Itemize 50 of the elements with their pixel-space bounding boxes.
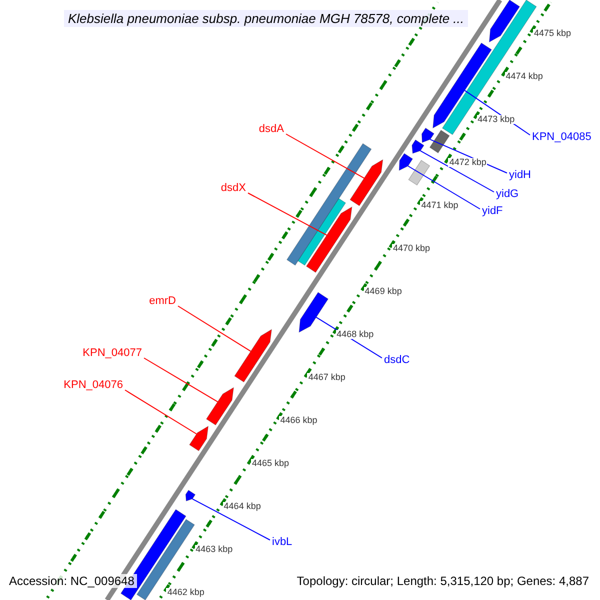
scale-label: 4472 kbp	[448, 158, 488, 167]
gene-label: dsdC	[384, 355, 410, 366]
gene-label: yidH	[509, 170, 532, 181]
gene-label: KPN_04077	[82, 348, 142, 359]
leader-line	[408, 166, 480, 210]
gene-label: dsdA	[258, 124, 284, 135]
map-title: Klebsiella pneumoniae subsp. pneumoniae MGH 78578, complete ...	[64, 10, 468, 27]
gene-feature	[298, 292, 329, 333]
leader-line	[192, 498, 270, 540]
gene-feature	[488, 0, 520, 43]
gene-feature	[422, 128, 434, 143]
scale-label: 4473 kbp	[476, 115, 516, 124]
scale-label: 4469 kbp	[364, 287, 403, 296]
leader-line	[286, 134, 365, 179]
gene-feature	[412, 139, 424, 154]
scale-label: 4468 kbp	[336, 330, 375, 339]
gene-label: emrD	[149, 296, 176, 307]
gene-feature	[206, 387, 234, 426]
scale-label: 4474 kbp	[504, 72, 544, 81]
leader-line	[178, 306, 252, 352]
leader-line	[248, 192, 328, 236]
gene-feature	[234, 328, 272, 382]
scale-label: 4475 kbp	[533, 29, 572, 38]
gene-label: KPN_04076	[64, 380, 123, 391]
feature-bar	[429, 130, 450, 154]
leader-line	[144, 358, 218, 402]
feature-bar	[286, 143, 372, 266]
accession-text: Accession: NC_009648	[6, 574, 138, 588]
gene-label: ivbL	[272, 537, 292, 548]
gene-label: yidF	[482, 206, 503, 217]
gene-feature	[185, 490, 196, 502]
scale-label: 4470 kbp	[392, 244, 432, 253]
leader-line	[124, 390, 198, 434]
scale-label: 4471 kbp	[420, 201, 460, 210]
gene-label: KPN_04085	[532, 132, 592, 143]
gene-feature	[306, 206, 352, 273]
scale-label: 4467 kbp	[307, 373, 346, 382]
scale-label: 4464 kbp	[222, 502, 262, 511]
scale-label: 4466 kbp	[279, 416, 318, 425]
leader-line	[420, 150, 494, 192]
gene-label: dsdX	[220, 183, 246, 194]
gene-label: yidG	[496, 189, 519, 200]
scale-label: 4462 kbp	[166, 588, 206, 597]
scale-label: 4463 kbp	[194, 545, 234, 554]
gene-feature	[398, 153, 414, 171]
scale-label: 4465 kbp	[251, 459, 290, 468]
gene-feature	[189, 426, 209, 452]
feature-bar	[298, 198, 346, 266]
feature-bar	[408, 160, 430, 186]
gene-feature	[350, 159, 384, 206]
